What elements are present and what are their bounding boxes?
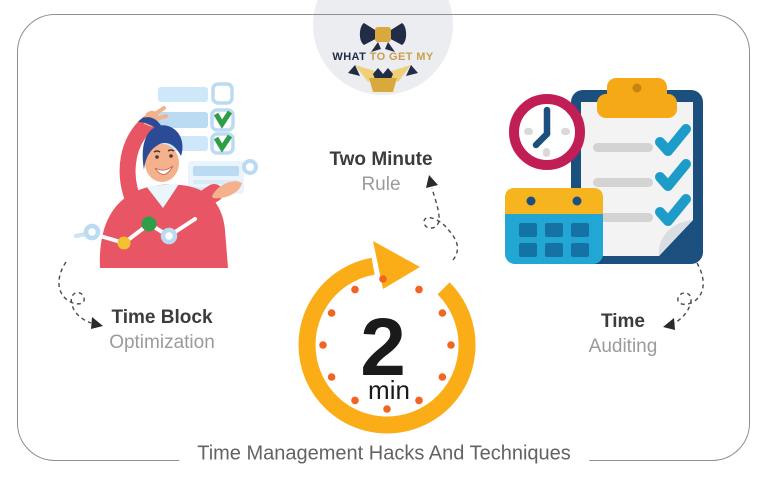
person-checklist-illustration bbox=[74, 82, 258, 268]
radio-ring-icon bbox=[242, 159, 258, 175]
brand-word-dark: WHAT bbox=[332, 51, 367, 63]
bow-icon bbox=[359, 23, 407, 52]
gift-box-icon bbox=[348, 65, 418, 92]
time-block-subtitle: Optimization bbox=[109, 332, 215, 353]
check-icon bbox=[213, 110, 233, 129]
check-icon bbox=[213, 134, 233, 153]
clipboard-illustration bbox=[505, 78, 703, 264]
person bbox=[99, 106, 242, 268]
timer-unit: min bbox=[368, 375, 410, 405]
label-time-auditing: Time Auditing bbox=[523, 309, 723, 359]
time-auditing-subtitle: Auditing bbox=[588, 336, 658, 357]
page-title: Time Management Hacks And Techniques bbox=[179, 440, 589, 468]
time-auditing-title: Time bbox=[600, 311, 645, 332]
brand-wordmark: WHAT TO GET MY bbox=[308, 51, 458, 63]
label-time-block: Time Block Optimization bbox=[62, 305, 262, 355]
checkbox-empty-icon bbox=[211, 82, 234, 105]
clock-tick-dots bbox=[319, 275, 455, 413]
label-two-minute: Two Minute Rule bbox=[281, 147, 481, 197]
clipboard-icon bbox=[571, 78, 703, 264]
calendar-icon bbox=[505, 188, 603, 264]
brand-word-gold: TO GET MY bbox=[369, 51, 434, 63]
checklist-rows bbox=[146, 82, 235, 155]
two-minute-timer-icon: 2 min bbox=[298, 241, 476, 434]
checkmark-icon bbox=[655, 124, 691, 156]
logo-artwork bbox=[348, 23, 418, 92]
line-chart-icon bbox=[74, 216, 197, 250]
arrowhead-icon bbox=[373, 241, 420, 289]
checkmark-icon bbox=[655, 159, 691, 191]
time-block-title: Time Block bbox=[111, 307, 213, 328]
two-minute-subtitle: Rule bbox=[361, 174, 401, 195]
clock-icon bbox=[509, 94, 585, 170]
circular-arrow-icon bbox=[298, 257, 476, 434]
checkmark-icon bbox=[655, 194, 691, 226]
two-minute-title: Two Minute bbox=[329, 149, 433, 170]
timer-value: 2 bbox=[360, 302, 406, 393]
